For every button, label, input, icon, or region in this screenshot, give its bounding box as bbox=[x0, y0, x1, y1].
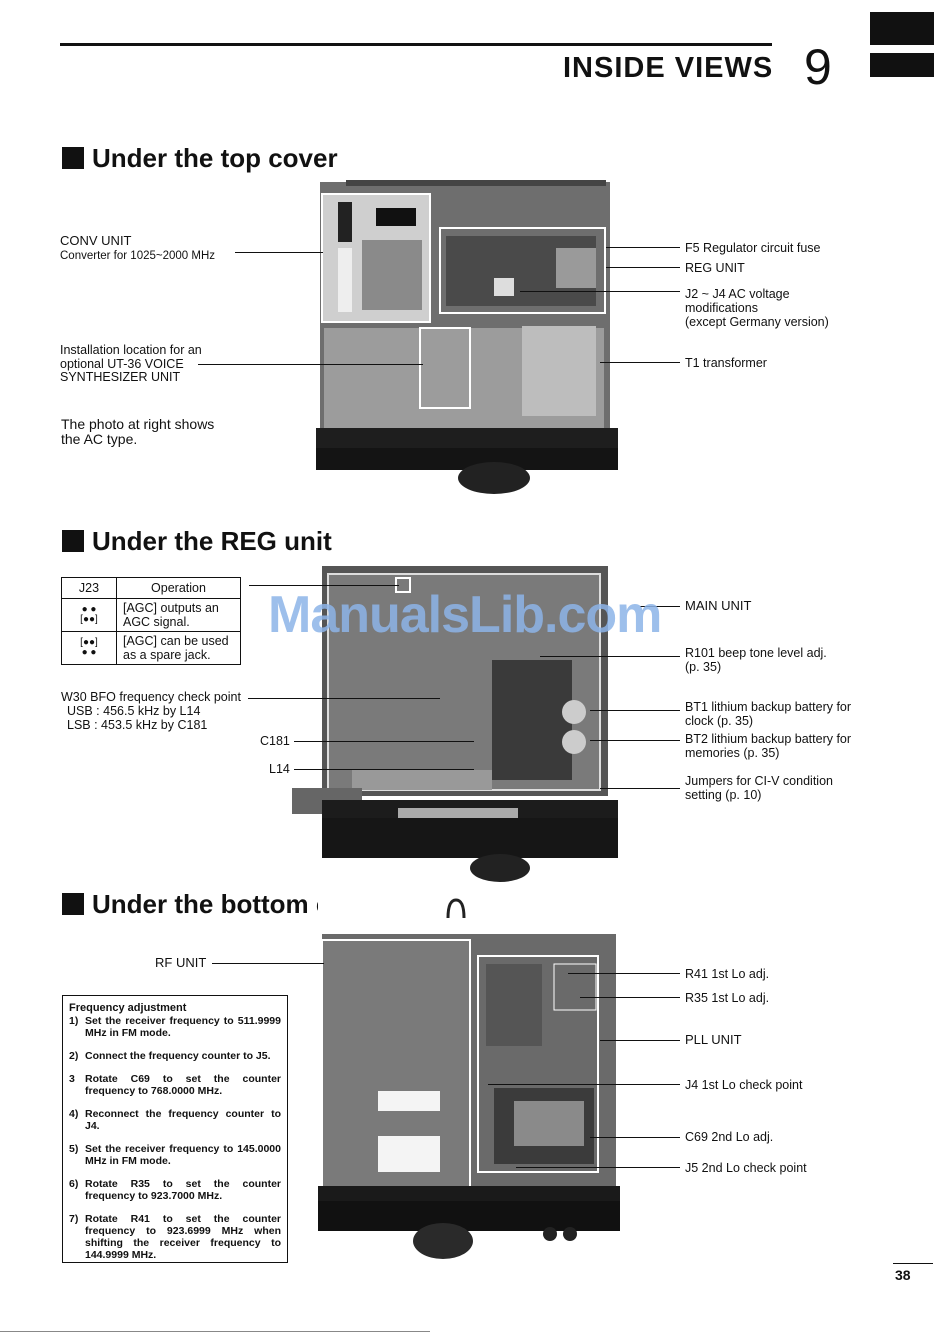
transformer-label: T1 transformer bbox=[685, 356, 767, 370]
j23-table: J23 Operation ● ●[●●] [AGC] outputs an A… bbox=[61, 577, 241, 665]
l14-label: L14 bbox=[269, 762, 290, 776]
leader-bt1 bbox=[590, 710, 680, 711]
leader-r41 bbox=[568, 973, 680, 974]
operation-header: Operation bbox=[116, 577, 241, 599]
leader-bt2 bbox=[590, 740, 680, 741]
jumper-upper-icon: ● ●[●●] bbox=[61, 598, 117, 632]
leader-rf-unit bbox=[212, 963, 324, 964]
section-reg-unit-heading: Under the REG unit bbox=[62, 526, 332, 557]
bt2-line1: BT2 lithium backup battery for bbox=[685, 732, 852, 746]
j4-label: J4 1st Lo check point bbox=[685, 1078, 803, 1092]
page-number: 38 bbox=[895, 1267, 911, 1283]
leader-c69 bbox=[590, 1137, 680, 1138]
w30-usb: USB : 456.5 kHz by L14 bbox=[67, 704, 201, 718]
section-top-cover-heading: Under the top cover bbox=[62, 143, 338, 174]
freq-step: 4)Reconnect the frequency counter to J4. bbox=[69, 1108, 281, 1132]
leader-r101 bbox=[540, 656, 680, 657]
leader-reg-unit bbox=[606, 267, 680, 268]
r35-label: R35 1st Lo adj. bbox=[685, 991, 770, 1005]
r101-line1: R101 beep tone level adj. bbox=[685, 646, 827, 660]
install-location-line2: optional UT-36 VOICE bbox=[60, 357, 184, 371]
pll-unit-label: PLL UNIT bbox=[685, 1032, 742, 1047]
rf-unit-label: RF UNIT bbox=[155, 955, 207, 970]
leader-j4 bbox=[488, 1084, 680, 1085]
conv-unit-label: CONV UNIT bbox=[60, 233, 132, 248]
leader-j5 bbox=[516, 1167, 680, 1168]
watermark: ManualsLib.com bbox=[268, 586, 662, 644]
w30-lsb: LSB : 453.5 kHz by C181 bbox=[67, 718, 208, 732]
photo-top-cover bbox=[316, 178, 621, 498]
fuse-label: F5 Regulator circuit fuse bbox=[685, 241, 821, 255]
leader-r35 bbox=[580, 997, 680, 998]
j23-row-agc-output: [AGC] outputs an AGC signal. bbox=[116, 598, 241, 632]
leader-w30 bbox=[248, 698, 440, 699]
bt1-line2: clock (p. 35) bbox=[685, 714, 754, 728]
r41-label: R41 1st Lo adj. bbox=[685, 967, 770, 981]
install-location-line1: Installation location for an bbox=[60, 343, 202, 357]
leader-conv-unit bbox=[235, 252, 323, 253]
thumb-tab-upper bbox=[870, 12, 934, 45]
ac-voltage-line1: J2 ~ J4 AC voltage bbox=[685, 287, 790, 301]
header-rule bbox=[60, 43, 772, 46]
bt2-line2: memories (p. 35) bbox=[685, 746, 780, 760]
leader-fuse bbox=[606, 247, 680, 248]
photo-reg-unit bbox=[292, 560, 622, 886]
bt1-line1: BT1 lithium backup battery for bbox=[685, 700, 852, 714]
leader-install-location bbox=[198, 364, 423, 365]
j5-label: J5 2nd Lo check point bbox=[685, 1161, 807, 1175]
freq-step: 2)Connect the frequency counter to J5. bbox=[69, 1050, 271, 1062]
leader-j23 bbox=[249, 585, 399, 586]
conv-unit-desc: Converter for 1025~2000 MHz bbox=[60, 250, 216, 262]
leader-ac-voltage bbox=[520, 291, 680, 292]
page-number-rule bbox=[893, 1263, 933, 1264]
leader-main-unit bbox=[640, 606, 680, 607]
photo-bottom-cover bbox=[318, 896, 620, 1268]
reg-unit-label: REG UNIT bbox=[685, 261, 745, 275]
leader-pll bbox=[600, 1040, 680, 1041]
bullet-square-icon bbox=[62, 893, 84, 915]
j23-row-agc-spare: [AGC] can be used as a spare jack. bbox=[116, 631, 241, 665]
photo-note-line2: the AC type. bbox=[61, 431, 138, 447]
bullet-square-icon bbox=[62, 530, 84, 552]
freq-step: 1)Set the receiver frequency to 511.9999… bbox=[69, 1015, 281, 1039]
bottom-scan-line bbox=[0, 1331, 430, 1332]
civ-line2: setting (p. 10) bbox=[685, 788, 762, 802]
bullet-square-icon bbox=[62, 147, 84, 169]
main-unit-label: MAIN UNIT bbox=[685, 598, 752, 613]
leader-civ bbox=[600, 788, 680, 789]
freq-step: 5)Set the receiver frequency to 145.0000… bbox=[69, 1143, 281, 1167]
install-location-line3: SYNTHESIZER UNIT bbox=[60, 370, 181, 384]
jumper-lower-icon: [●●]● ● bbox=[61, 631, 117, 665]
ac-voltage-line2: modifications bbox=[685, 301, 758, 315]
r101-line2: (p. 35) bbox=[685, 660, 722, 674]
leader-l14 bbox=[294, 769, 474, 770]
freq-step: 6)Rotate R35 to set the counter frequenc… bbox=[69, 1178, 281, 1202]
j23-header: J23 bbox=[61, 577, 117, 599]
frequency-adjustment-title: Frequency adjustment bbox=[69, 1002, 187, 1014]
ac-voltage-line3: (except Germany version) bbox=[685, 315, 829, 329]
freq-step: 7)Rotate R41 to set the counter frequenc… bbox=[69, 1213, 281, 1261]
civ-line1: Jumpers for CI-V condition bbox=[685, 774, 833, 788]
chapter-number: 9 bbox=[804, 39, 832, 95]
chapter-title: INSIDE VIEWS bbox=[563, 52, 774, 84]
frequency-adjustment-box: Frequency adjustment 1)Set the receiver … bbox=[62, 995, 288, 1263]
c181-label: C181 bbox=[260, 734, 290, 748]
leader-c181 bbox=[294, 741, 474, 742]
thumb-tab-lower bbox=[870, 53, 934, 77]
leader-transformer bbox=[600, 362, 680, 363]
photo-note-line1: The photo at right shows bbox=[61, 416, 215, 432]
w30-label: W30 BFO frequency check point bbox=[61, 690, 241, 704]
c69-label: C69 2nd Lo adj. bbox=[685, 1130, 774, 1144]
